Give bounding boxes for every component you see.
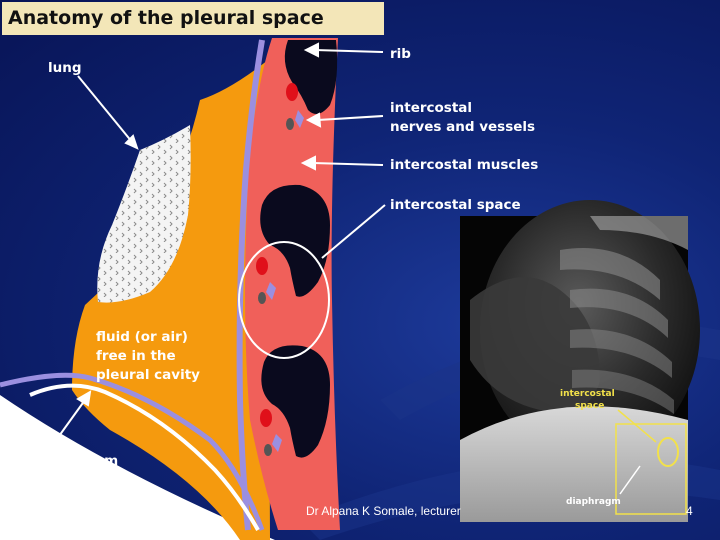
arrowhead-icon: [303, 42, 319, 58]
label-fluid-line1: fluid (or air): [96, 329, 188, 345]
rib-leader: [314, 49, 384, 53]
label-intercostal-nerves-line1: intercostal: [390, 100, 472, 116]
slide-title: Anatomy of the pleural space: [8, 7, 324, 29]
title-box: [2, 2, 384, 35]
label-intercostal-space: intercostal space: [390, 197, 521, 213]
xray-intercostal-space-marker: [657, 437, 679, 467]
nerves-vessels-leader: [317, 115, 384, 121]
footer-credit: Dr Alpana K Somale, lecturer: [306, 504, 461, 518]
arrowhead-icon: [124, 134, 139, 150]
label-rib: rib: [390, 46, 411, 62]
xray-marker-box: [615, 423, 687, 515]
xray-marker-leader: [617, 409, 657, 443]
intercostal-artery: [286, 83, 298, 101]
xray-label-line1: intercostal: [560, 389, 615, 399]
diaphragm-leader: [53, 399, 86, 444]
muscles-leader: [312, 162, 384, 166]
chest-wall: [245, 38, 340, 530]
intercostal-nerve: [266, 282, 276, 300]
xray-label-line2: space: [575, 401, 604, 411]
pleural-fluid-region: [72, 60, 270, 540]
intercostal-space-highlight: [238, 241, 330, 359]
label-intercostal-nerves-line2: nerves and vessels: [390, 119, 535, 135]
pleura-over-diaphragm: [0, 372, 265, 531]
intercostal-nerve: [295, 110, 304, 128]
lung-leader: [77, 75, 138, 149]
intercostal-vein: [264, 444, 272, 456]
chest-xray-inset: intercostal space diaphragm: [460, 200, 700, 522]
rib-lower: [261, 345, 330, 458]
label-fluid-line3: pleural cavity: [96, 367, 200, 383]
label-lung: lung: [48, 60, 82, 76]
lung-tissue: [97, 125, 191, 303]
page-number: 4: [686, 504, 693, 518]
xray-label-diaphragm: diaphragm: [566, 497, 621, 507]
intercostal-vein: [286, 118, 294, 130]
label-intercostal-muscles: intercostal muscles: [390, 157, 538, 173]
intercostal-artery: [260, 409, 272, 427]
intercostal-vein: [258, 292, 266, 304]
arrowhead-icon: [76, 390, 92, 407]
intercostal-artery: [256, 257, 268, 275]
arrowhead-icon: [305, 112, 322, 128]
diaphragm-line: [29, 383, 260, 531]
label-diaphragm: diaphragm: [36, 453, 118, 469]
xray-diaphragm-leader: [619, 465, 641, 495]
label-fluid-line2: free in the: [96, 348, 176, 364]
intercostal-space-leader: [321, 204, 386, 259]
rib-middle: [260, 184, 330, 297]
arrowhead-icon: [300, 155, 316, 171]
intercostal-nerve: [272, 434, 282, 452]
rib-upper: [284, 40, 338, 114]
lower-left-white-area: [0, 395, 275, 540]
